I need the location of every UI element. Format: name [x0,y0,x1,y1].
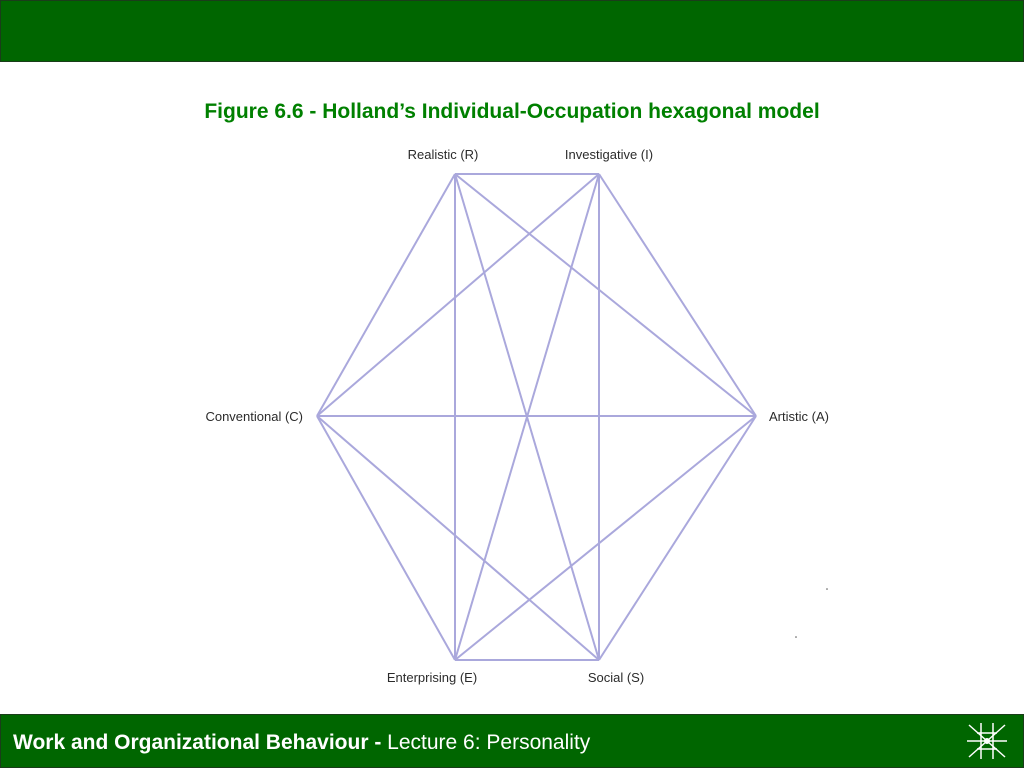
hexagon-edges [316,173,757,661]
edge-s-c [316,415,600,661]
network-star-icon [967,723,1007,759]
slide-title: Figure 6.6 - Holland’s Individual-Occupa… [204,100,820,123]
node-label-artistic: Artistic (A) [769,409,829,424]
node-label-enterprising: Enterprising (E) [387,670,477,685]
footer-lecture-title: Lecture 6: Personality [387,731,591,754]
node-label-investigative: Investigative (I) [565,147,653,162]
edge-a-e [454,415,757,661]
footer-text: Work and Organizational Behaviour - Lect… [13,731,590,755]
stray-dot [795,636,797,638]
node-label-social: Social (S) [588,670,644,685]
node-label-conventional: Conventional (C) [205,409,303,424]
header-band [0,0,1024,62]
footer-band: Work and Organizational Behaviour - Lect… [0,714,1024,768]
edge-i-c [316,173,600,417]
node-label-realistic: Realistic (R) [408,147,479,162]
edge-a-s [598,415,757,661]
edge-r-a [454,173,757,417]
edge-e-c [316,415,456,661]
footer-course-title: Work and Organizational Behaviour - [13,731,388,754]
edge-i-a [598,173,757,417]
edge-c-r [316,173,456,417]
stray-dot [826,588,828,590]
